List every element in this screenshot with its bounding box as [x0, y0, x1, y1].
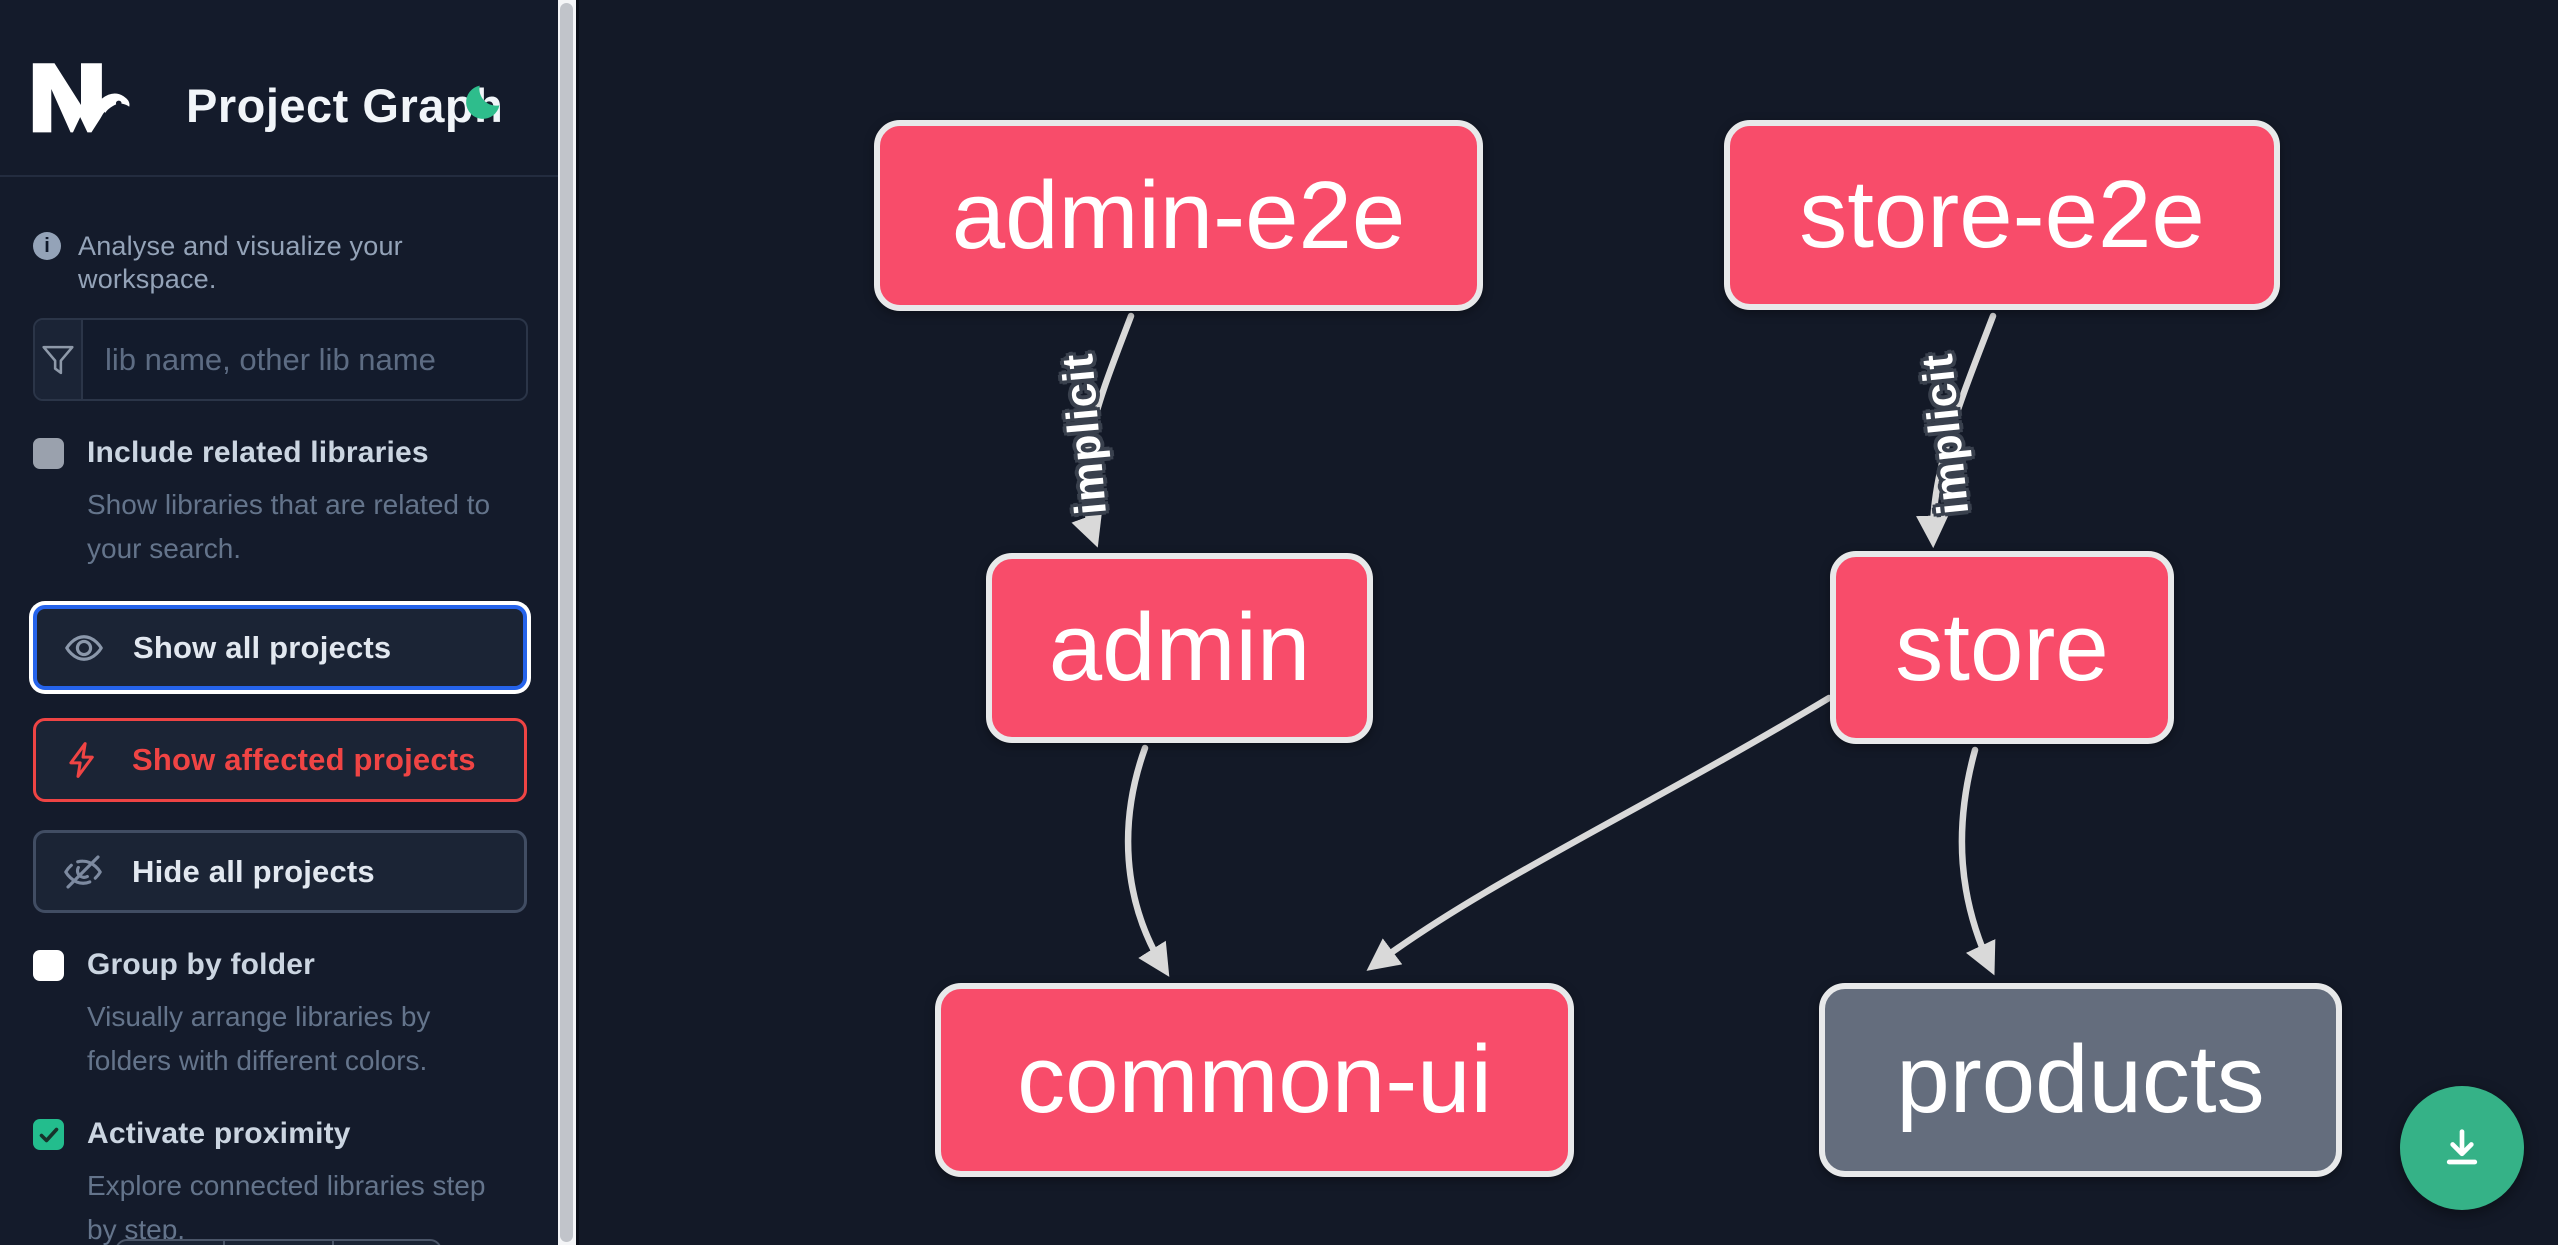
button-label: Hide all projects [132, 853, 375, 889]
hide-all-projects-button[interactable]: Hide all projects [33, 830, 527, 913]
show-all-projects-button[interactable]: Show all projects [33, 605, 527, 690]
project-graph-canvas[interactable]: implicit implicit admin-e2e store-e2e ad… [576, 0, 2558, 1245]
option-label: Activate proximity [87, 1117, 351, 1150]
page-title: Project Graph [186, 79, 504, 132]
edge-admin-e2e-admin [1071, 312, 1135, 548]
group-by-folder-checkbox[interactable] [33, 950, 64, 981]
download-graph-button[interactable] [2400, 1086, 2524, 1210]
depth-segment[interactable] [334, 1241, 440, 1245]
option-include-related: Include related libraries Show libraries… [33, 436, 527, 571]
info-icon: i [33, 232, 61, 260]
button-label: Show affected projects [132, 742, 476, 777]
sidebar-scrollbar [558, 0, 576, 1245]
bolt-icon [62, 739, 104, 781]
option-description: Show libraries that are related to your … [87, 489, 491, 564]
show-affected-projects-button[interactable]: Show affected projects [33, 718, 527, 802]
graph-node-admin[interactable]: admin [986, 553, 1373, 743]
sidebar: Project Graph i Analyse and visualize yo… [0, 0, 558, 1245]
theme-toggle-moon-icon[interactable] [458, 76, 510, 128]
dependency-edges [1071, 312, 1997, 977]
proximity-depth-control[interactable] [115, 1239, 442, 1245]
activate-proximity-checkbox[interactable] [33, 1119, 64, 1150]
button-label: Show all projects [133, 629, 392, 665]
node-label: products [1896, 1026, 2265, 1133]
option-label: Include related libraries [87, 436, 429, 469]
node-label: admin [1048, 594, 1311, 701]
node-label: store [1895, 593, 2109, 701]
option-description: Explore connected libraries step by step… [87, 1170, 486, 1245]
header-divider [0, 175, 558, 177]
node-label: admin-e2e [951, 161, 1406, 269]
scrollbar-thumb[interactable] [560, 3, 573, 1242]
graph-node-store[interactable]: store [1830, 551, 2174, 744]
depth-segment[interactable] [117, 1241, 226, 1245]
depth-segment[interactable] [225, 1241, 334, 1245]
option-group-by-folder: Group by folder Visually arrange librari… [33, 948, 527, 1083]
info-banner: i Analyse and visualize your workspace. [33, 230, 533, 296]
edge-admin-common-ui [1124, 744, 1170, 977]
eye-icon [63, 627, 105, 669]
info-text: Analyse and visualize your workspace. [78, 231, 403, 294]
option-activate-proximity: Activate proximity Explore connected lib… [33, 1117, 527, 1245]
graph-node-common-ui[interactable]: common-ui [935, 983, 1574, 1177]
option-description: Visually arrange libraries by folders wi… [87, 1001, 431, 1076]
edge-store-common-ui [1366, 694, 1833, 971]
download-icon [2434, 1120, 2490, 1176]
edge-store-products [1958, 746, 1996, 976]
search-input[interactable] [83, 320, 526, 399]
graph-node-store-e2e[interactable]: store-e2e [1724, 120, 2280, 310]
eye-slash-icon [62, 851, 104, 893]
node-label: store-e2e [1799, 161, 2205, 268]
graph-node-products[interactable]: products [1819, 983, 2342, 1177]
include-related-checkbox[interactable] [33, 438, 64, 469]
nx-logo [28, 58, 134, 136]
search-box [33, 318, 528, 401]
graph-node-admin-e2e[interactable]: admin-e2e [874, 120, 1483, 311]
funnel-icon [35, 320, 83, 399]
edge-store-e2e-store [1916, 312, 1997, 549]
node-label: common-ui [1017, 1026, 1492, 1133]
option-label: Group by folder [87, 948, 315, 981]
